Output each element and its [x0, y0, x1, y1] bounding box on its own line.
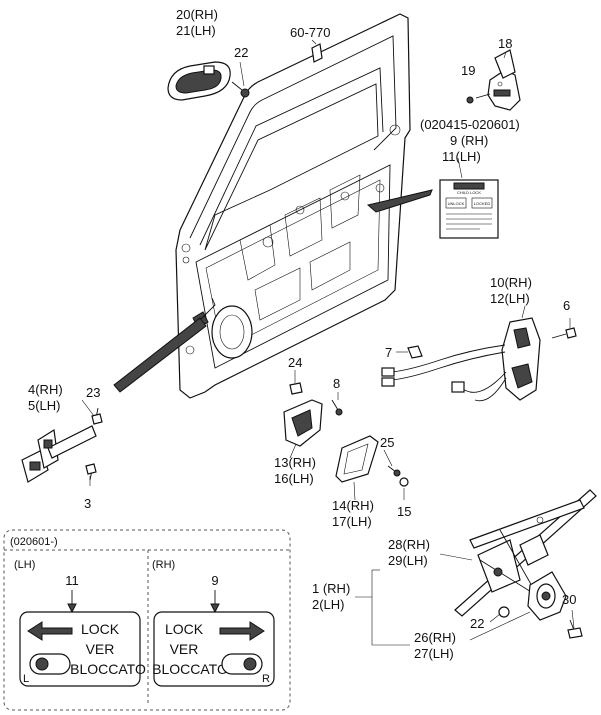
handle-bezel — [335, 435, 379, 483]
inset-lh-side: (LH) — [14, 559, 35, 571]
inset-rh-side: (RH) — [152, 559, 175, 571]
label-12-lh: 12(LH) — [490, 291, 530, 306]
label-27-lh: 27(LH) — [414, 646, 454, 661]
part-labels: 20(RH) 21(LH) 22 60-770 18 19 (020415-02… — [28, 7, 576, 661]
inset-rh-line2: VER — [170, 641, 199, 657]
nut-22-top — [231, 81, 250, 98]
label-22-bottom: 22 — [470, 616, 484, 631]
clip-7 — [407, 345, 423, 359]
label-8: 8 — [333, 376, 340, 391]
inset-lh-knob-icon — [35, 657, 49, 671]
label-16-lh: 16(LH) — [274, 471, 314, 486]
inset-rh-knob-icon — [243, 657, 257, 671]
inset-rh-line3: BLOCCATO — [152, 661, 228, 677]
inset-lh-arrow-icon — [27, 621, 73, 641]
label-11-lh: 11(LH) — [442, 149, 481, 164]
label-17-lh: 17(LH) — [332, 514, 372, 529]
screw-19 — [466, 93, 491, 104]
door-check-hinge — [21, 425, 97, 483]
bolt-23 — [91, 407, 103, 425]
door-panel — [175, 13, 411, 399]
bolt-6 — [551, 327, 577, 339]
inset-lh-line3: BLOCCATO — [70, 661, 146, 677]
label-10-rh: 10(RH) — [490, 275, 532, 290]
label-13-rh: 13(RH) — [274, 455, 316, 470]
leader-wedge-right — [366, 189, 433, 213]
inset-lh-line1: LOCK — [81, 621, 120, 637]
label-14-rh: 14(RH) — [332, 498, 374, 513]
inset-rh-part-no: 9 — [211, 573, 218, 588]
label-22-top: 22 — [234, 45, 248, 60]
label-date-range: (020415-020601) — [420, 117, 520, 132]
latch-assembly — [381, 317, 541, 402]
child-lock-right-word: LOCKED — [474, 201, 491, 206]
label-20-rh: 20(RH) — [176, 7, 218, 22]
inside-handle — [283, 399, 323, 447]
label-7: 7 — [385, 345, 392, 360]
label-23: 23 — [86, 385, 100, 400]
label-28-rh: 28(RH) — [388, 537, 430, 552]
window-regulator — [454, 489, 597, 617]
leader-wedge-lower-left — [113, 317, 207, 393]
cap-15 — [399, 477, 409, 487]
bolt-3 — [85, 463, 97, 481]
label-30: 30 — [562, 592, 576, 607]
label-18: 18 — [498, 36, 512, 51]
inset-lh-part-no: 11 — [65, 573, 79, 588]
inset-rh-corner: R — [262, 673, 270, 685]
inset-lh: (LH) 11 LOCK VER BLOCCATO L — [14, 559, 146, 687]
label-3: 3 — [84, 496, 91, 511]
label-1-rh: 1 (RH) — [312, 581, 350, 596]
inset-box: (020601-) (LH) 11 LOCK VER BLOCCATO L (R… — [3, 529, 291, 711]
striker-18 — [487, 49, 521, 111]
label-21-lh: 21(LH) — [176, 23, 216, 38]
label-2-lh: 2(LH) — [312, 597, 345, 612]
inset-rh: (RH) 9 LOCK VER BLOCCATO R — [152, 559, 275, 687]
child-lock-left-word: UNLOCK — [448, 201, 465, 206]
label-6: 6 — [563, 298, 570, 313]
inset-lh-corner: L — [23, 673, 29, 685]
label-29-lh: 29(LH) — [388, 553, 428, 568]
inset-rh-line1: LOCK — [165, 621, 204, 637]
label-5-lh: 5(LH) — [28, 398, 61, 413]
label-9-rh: 9 (RH) — [450, 133, 488, 148]
label-24: 24 — [288, 355, 302, 370]
inset-date: (020601-) — [10, 536, 58, 548]
bolt-30 — [567, 619, 583, 639]
clip-24 — [289, 382, 303, 395]
child-lock-label: CHILD LOCK UNLOCK LOCKED — [439, 179, 499, 239]
inset-lh-line2: VER — [86, 641, 115, 657]
label-19: 19 — [461, 63, 475, 78]
nut-22-bottom — [498, 606, 510, 618]
inset-rh-arrow-icon — [219, 621, 265, 641]
child-lock-title: CHILD LOCK — [457, 190, 481, 195]
motor-26-27 — [527, 571, 567, 621]
outside-handle — [167, 61, 231, 101]
label-4-rh: 4(RH) — [28, 382, 63, 397]
label-25: 25 — [380, 435, 394, 450]
label-26-rh: 26(RH) — [414, 630, 456, 645]
label-15: 15 — [397, 504, 411, 519]
screw-25 — [387, 465, 401, 477]
leader-lines — [81, 39, 575, 646]
screw-8 — [331, 399, 343, 416]
label-60-770: 60-770 — [290, 25, 330, 40]
